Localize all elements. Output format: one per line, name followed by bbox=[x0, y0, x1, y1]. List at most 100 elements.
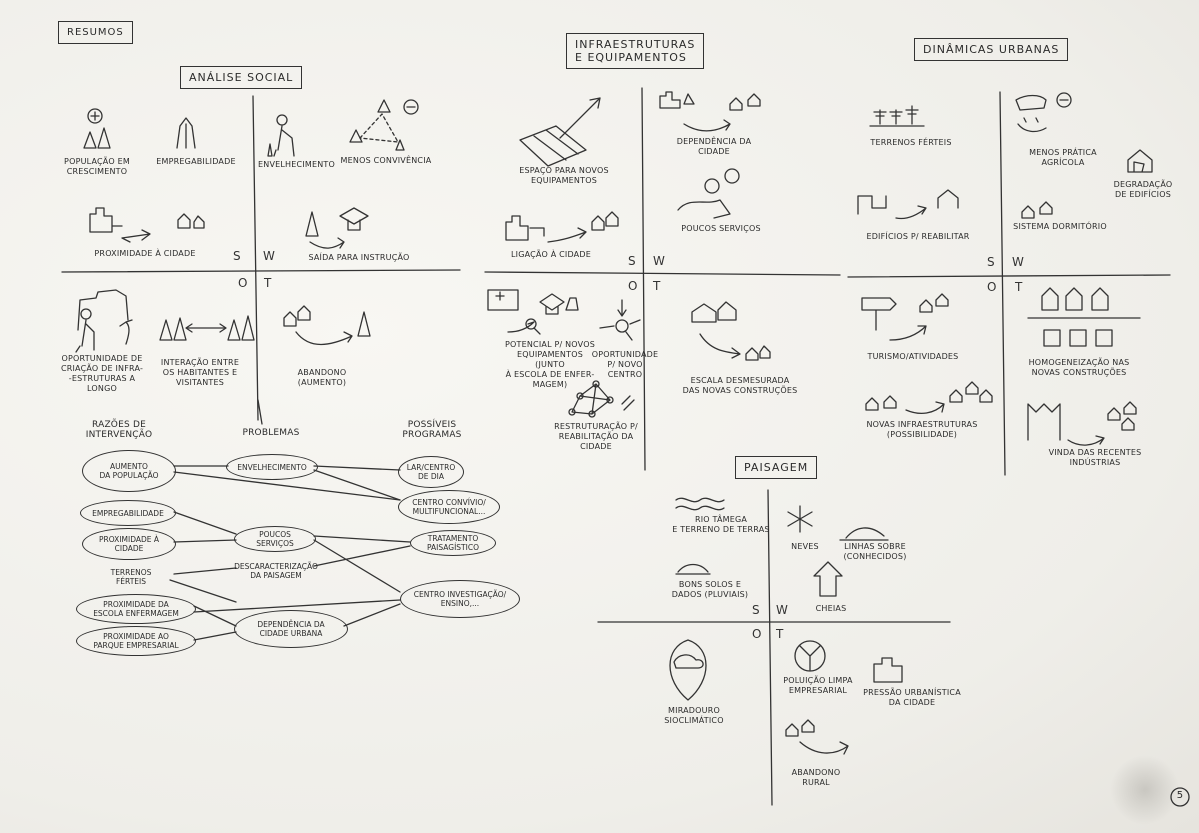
quadrant-t-landscape: T bbox=[776, 627, 784, 641]
header-landscape: Paisagem bbox=[735, 456, 818, 479]
small-houses-icon bbox=[865, 395, 897, 411]
landscape-o1-label: Miradouro sioclimático bbox=[664, 706, 724, 725]
program-oval: Lar/centro de dia bbox=[398, 456, 464, 488]
snowflake-icon bbox=[787, 505, 813, 533]
reason-oval: Terrenos férteis bbox=[110, 568, 152, 586]
social-horizontal-axis bbox=[61, 269, 461, 273]
magnifier-icon bbox=[525, 318, 537, 330]
urban-o2-label: Novas infraestruturas (possibilidade) bbox=[866, 420, 978, 439]
student-icon bbox=[305, 211, 319, 237]
map-pin-icon bbox=[669, 639, 707, 701]
quadrant-w-urban: W bbox=[1012, 255, 1024, 269]
hands-icon bbox=[677, 199, 731, 219]
cloud-icon bbox=[673, 654, 704, 669]
quadrant-w-infra: W bbox=[653, 254, 665, 268]
landscape-t1-label: Abandono rural bbox=[791, 768, 841, 787]
urban-t2-label: Vinda das recentes indústrias bbox=[1048, 448, 1142, 467]
problem-oval: Descaracterização da paisagem bbox=[234, 562, 318, 580]
social-vertical-axis bbox=[252, 95, 259, 421]
city-icon bbox=[89, 207, 123, 233]
landscape-vertical-axis bbox=[767, 489, 773, 806]
hand-icon bbox=[1015, 94, 1047, 111]
infra-w2-label: Poucos serviços bbox=[681, 224, 761, 233]
program-oval: Centro investigação/ ensino,... bbox=[400, 580, 520, 618]
social-s3-label: Proximidade à cidade bbox=[94, 249, 196, 258]
program-oval: Centro convívio/ multifuncional... bbox=[398, 490, 500, 524]
header-social-analysis: Análise Social bbox=[180, 66, 303, 89]
landscape-w1-label: Cheias bbox=[815, 604, 847, 613]
quadrant-t-social: T bbox=[264, 276, 272, 290]
person-icon bbox=[176, 117, 196, 149]
crops-icon bbox=[869, 105, 925, 127]
infra-o1-label: Potencial p/ novos equipamentos (junto à… bbox=[505, 340, 595, 389]
flood-arrow-icon bbox=[813, 561, 843, 597]
urban-w2-label: Degradação de edifícios bbox=[1113, 180, 1173, 199]
problem-oval: Envelhecimento bbox=[226, 454, 318, 480]
reason-oval: Aumento da população bbox=[82, 450, 176, 492]
urban-o1-label: Turismo/atividades bbox=[867, 352, 959, 361]
infra-w1-label: Dependência da cidade bbox=[676, 137, 752, 156]
radiation-icon bbox=[794, 640, 826, 672]
header-infrastructures: Infraestruturas E Equipamentos bbox=[566, 33, 705, 69]
social-w2-label: Menos convivência bbox=[340, 156, 432, 165]
sleeping-houses-icon bbox=[1021, 201, 1053, 219]
reason-oval: Proximidade da escola enfermagem bbox=[76, 594, 196, 624]
center-point-icon bbox=[615, 319, 629, 333]
identical-houses-icon bbox=[1041, 287, 1109, 311]
paper-stain bbox=[1110, 755, 1180, 825]
people-icon bbox=[83, 127, 111, 149]
river-waves-icon bbox=[675, 497, 725, 511]
school-cap-icon bbox=[539, 293, 565, 315]
social-w3-label: Saída para instrução bbox=[308, 253, 410, 262]
elderly-icon bbox=[276, 114, 288, 126]
chart-col-programs: Possíveis programas bbox=[402, 420, 462, 440]
quadrant-s-urban: S bbox=[987, 255, 995, 269]
chart-col-reasons: Razões de intervenção bbox=[85, 420, 153, 440]
quadrant-o-social: O bbox=[238, 276, 248, 290]
problem-oval: Poucos serviços bbox=[234, 526, 316, 552]
people-group-icon bbox=[159, 317, 187, 341]
landscape-s4-label: Bons solos e dados (pluviais) bbox=[671, 580, 749, 599]
reason-oval: Proximidade à cidade bbox=[82, 528, 176, 560]
gear-icon bbox=[704, 178, 720, 194]
infra-s1-label: Espaço para novos equipamentos bbox=[519, 166, 609, 185]
chart-col-problems: Problemas bbox=[242, 428, 300, 438]
quadrant-s-social: S bbox=[233, 249, 241, 263]
large-buildings-icon bbox=[691, 301, 737, 323]
land-parcel-icon bbox=[519, 125, 587, 167]
page-number: 5 bbox=[1176, 790, 1184, 801]
landscape-o3-label: Pressão urbanística da cidade bbox=[863, 688, 961, 707]
plus-icon bbox=[87, 108, 103, 124]
urban-w1-label: Menos prática agrícola bbox=[1029, 148, 1097, 167]
social-o2-label: Interação entre os habitantes e visitant… bbox=[160, 358, 240, 387]
landscape-s1-label: Rio Tâmega e terreno de terras bbox=[672, 515, 770, 534]
quadrant-o-urban: O bbox=[987, 280, 997, 294]
quadrant-o-infra: O bbox=[628, 279, 638, 293]
quadrant-s-infra: S bbox=[628, 254, 636, 268]
quadrant-w-social: W bbox=[263, 249, 275, 263]
urban-horizontal-axis bbox=[847, 274, 1171, 278]
rural-houses-icon bbox=[785, 719, 815, 737]
page-number-circle bbox=[1170, 787, 1190, 807]
hospital-flag-icon bbox=[487, 289, 519, 311]
abandon-houses-icon bbox=[283, 305, 311, 327]
social-w1-label: Envelhecimento bbox=[258, 160, 335, 169]
header-resumos: Resumos bbox=[58, 21, 133, 44]
infra-vertical-axis bbox=[641, 87, 646, 471]
infra-o2-label: Oportunidade p/ novo centro bbox=[591, 350, 659, 379]
reason-oval: Proximidade ao parque empresarial bbox=[76, 626, 196, 656]
quadrant-s-landscape: S bbox=[752, 603, 760, 617]
social-t1-label: Abandono (aumento) bbox=[297, 368, 347, 387]
urban-s2-label: Edifícios p/ reabilitar bbox=[866, 232, 970, 241]
face-icon bbox=[1017, 117, 1047, 133]
houses-icon bbox=[177, 213, 205, 229]
soil-icon bbox=[675, 563, 711, 575]
city-link-icon bbox=[505, 215, 545, 241]
old-building-icon bbox=[857, 195, 887, 215]
landscape-s3-label: Linhas sobre (conhecidos) bbox=[843, 542, 907, 561]
distance-icon bbox=[349, 99, 405, 151]
landscape-o2-label: Poluição limpa empresarial bbox=[783, 676, 853, 695]
infra-o3-label: Restruturação p/ reabilitação da cidade bbox=[554, 422, 638, 451]
